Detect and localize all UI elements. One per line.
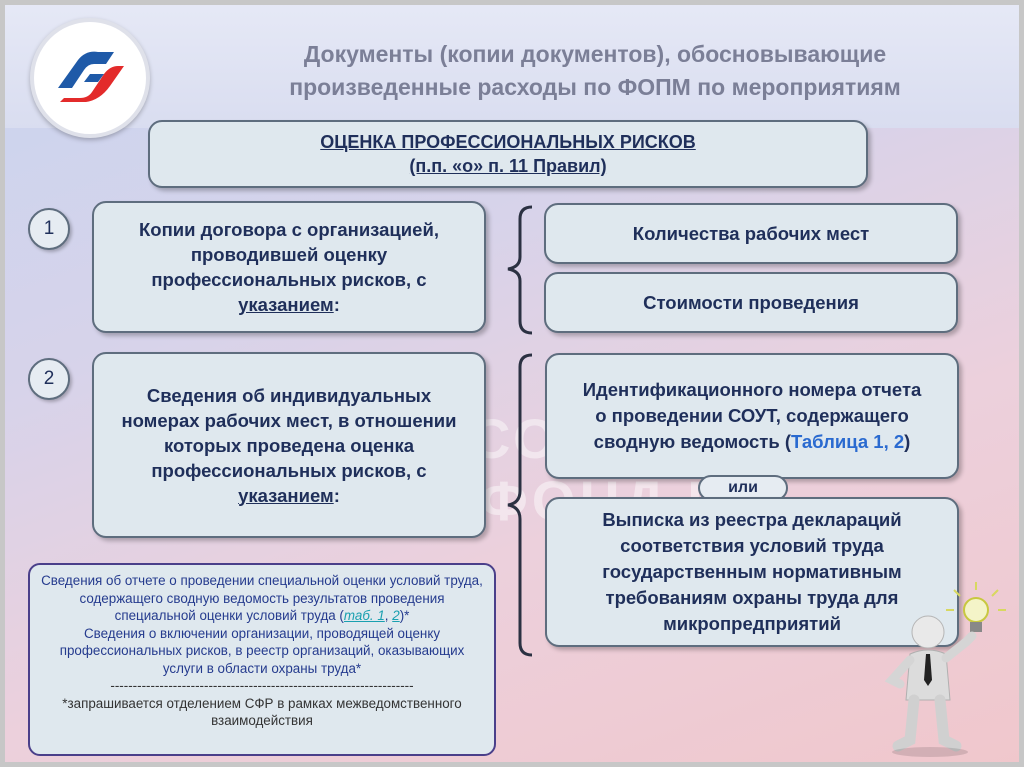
note-p1-sep: , bbox=[384, 608, 393, 623]
item2-box: Сведения об индивидуальных номерах рабоч… bbox=[92, 352, 486, 538]
sfr-logo bbox=[30, 18, 150, 138]
note-box: Сведения об отчете о проведении специаль… bbox=[28, 563, 496, 756]
item2-sout-text-close: ) bbox=[904, 431, 911, 452]
item2-text-colon: : bbox=[333, 484, 340, 506]
note-paragraph-2: Сведения о включении организации, провод… bbox=[59, 625, 465, 676]
title-line-2: произведенные расходы по ФОПМ по меропри… bbox=[289, 74, 901, 100]
item1-text-main: Копии договора с организацией, проводивш… bbox=[139, 219, 439, 290]
bracket-2-icon bbox=[507, 353, 533, 657]
item2-sout-text-main: Идентификационного номера отчета о прове… bbox=[582, 379, 922, 452]
item1-box: Копии договора с организацией, проводивш… bbox=[92, 201, 486, 333]
note-p1-close: )* bbox=[399, 608, 410, 623]
item2-text-main: Сведения об индивидуальных номерах рабоч… bbox=[121, 384, 457, 481]
item-number-1: 1 bbox=[28, 208, 70, 250]
person-with-lightbulb-icon bbox=[884, 582, 1006, 757]
sfr-logo-icon bbox=[58, 51, 124, 102]
note-paragraph-1: Сведения об отчете о проведении специаль… bbox=[40, 572, 484, 625]
main-topic-title: ОЦЕНКА ПРОФЕССИОНАЛЬНЫХ РИСКОВ bbox=[320, 132, 696, 152]
item2-sout-box: Идентификационного номера отчета о прове… bbox=[545, 353, 959, 479]
item2-sout-text: Идентификационного номера отчета о прове… bbox=[577, 377, 927, 455]
item1-count-box: Количества рабочих мест bbox=[544, 203, 958, 264]
or-separator: или bbox=[698, 475, 788, 501]
page-title: Документы (копии документов), обосновыва… bbox=[170, 38, 1020, 104]
note-p1-text: Сведения об отчете о проведении специаль… bbox=[41, 573, 483, 623]
bracket-1-icon bbox=[507, 205, 533, 335]
item1-text-colon: : bbox=[333, 294, 340, 315]
header-bar bbox=[0, 0, 1024, 128]
table-2-link[interactable]: 2 bbox=[392, 608, 400, 623]
note-divider: ----------------------------------------… bbox=[110, 678, 414, 693]
item1-text: Копии договора с организацией, проводивш… bbox=[116, 217, 462, 317]
item2-registry-box: Выписка из реестра деклараций соответств… bbox=[545, 497, 959, 647]
item2-text: Сведения об индивидуальных номерах рабоч… bbox=[114, 383, 464, 508]
title-line-1: Документы (копии документов), обосновыва… bbox=[303, 41, 887, 67]
item2-text-underlined: указанием bbox=[238, 484, 334, 506]
item-number-2: 2 bbox=[28, 358, 70, 400]
table-1-link[interactable]: таб. 1 bbox=[343, 608, 385, 623]
item1-text-underlined: указанием bbox=[238, 294, 334, 315]
note-footnote: *запрашивается отделением СФР в рамках м… bbox=[62, 695, 462, 729]
main-topic-box: ОЦЕНКА ПРОФЕССИОНАЛЬНЫХ РИСКОВ (п.п. «о»… bbox=[148, 120, 868, 188]
item1-cost-box: Стоимости проведения bbox=[544, 272, 958, 333]
main-topic-reference: (п.п. «о» п. 11 Правил) bbox=[409, 156, 607, 176]
table-link[interactable]: Таблица 1, 2 bbox=[791, 431, 905, 452]
